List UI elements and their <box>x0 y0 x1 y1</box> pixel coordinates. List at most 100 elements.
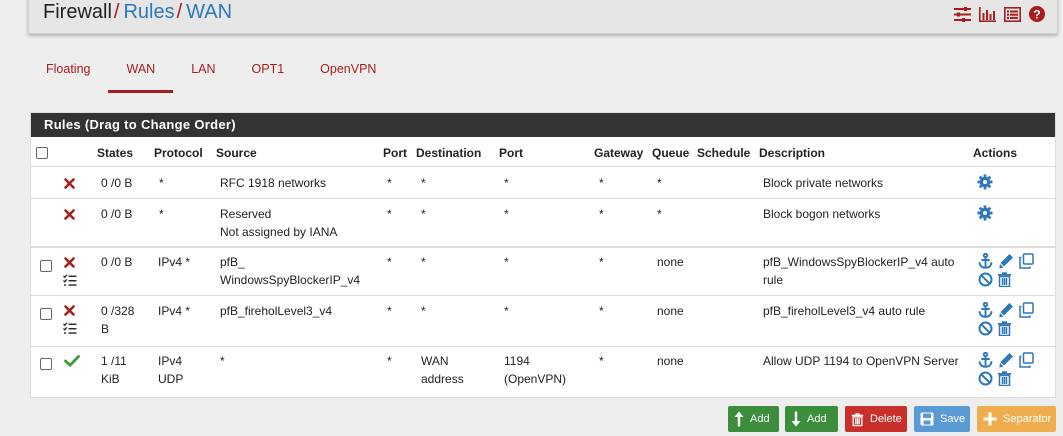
protocol: * <box>159 207 164 221</box>
delete-label: Delete <box>870 413 902 425</box>
anchor-icon[interactable] <box>978 351 993 371</box>
disable-icon[interactable] <box>978 272 993 290</box>
plus-icon <box>983 412 997 426</box>
col-source-port[interactable]: Port <box>383 146 407 160</box>
source-alias-link[interactable]: pfB_fireholLevel3_v4 <box>220 304 333 318</box>
breadcrumb-firewall: Firewall <box>43 1 112 23</box>
row-checkbox[interactable] <box>40 260 52 272</box>
gear-icon[interactable] <box>977 174 993 193</box>
source: Reserved <box>220 207 272 221</box>
trash-icon[interactable] <box>997 321 1012 339</box>
col-destination-port[interactable]: Port <box>499 146 523 160</box>
tab-openvpn[interactable]: OpenVPN <box>320 62 377 76</box>
sliders-icon[interactable] <box>954 6 971 22</box>
anchor-icon[interactable] <box>978 301 993 321</box>
trash-icon[interactable] <box>997 371 1012 389</box>
col-description[interactable]: Description <box>759 146 826 160</box>
col-source[interactable]: Source <box>216 146 257 160</box>
destination-port: * <box>504 176 509 190</box>
breadcrumb-separator: / <box>113 1 120 23</box>
breadcrumb-wan-link[interactable]: WAN <box>186 1 233 23</box>
source-alias-link[interactable]: pfB_ <box>220 255 245 269</box>
tab-wan[interactable]: WAN <box>108 56 174 93</box>
trash-icon[interactable] <box>997 272 1012 290</box>
destination: WAN <box>421 354 449 368</box>
list-icon[interactable] <box>1004 6 1021 22</box>
edit-pencil-icon[interactable] <box>999 253 1014 272</box>
destination: * <box>421 304 426 318</box>
source-alias-link-line2[interactable]: WindowsSpyBlockerIP_v4 <box>220 273 361 287</box>
save-button[interactable]: Save <box>914 406 970 432</box>
col-gateway[interactable]: Gateway <box>594 146 644 160</box>
delete-button[interactable]: Delete <box>845 406 907 432</box>
protocol: IPv4 * <box>158 255 191 269</box>
queue: * <box>657 176 662 190</box>
table-row[interactable]: 1 /11 KiB IPv4 UDP * * WAN address 1194 … <box>31 346 1055 397</box>
col-protocol[interactable]: Protocol <box>154 146 203 160</box>
disable-icon[interactable] <box>978 371 993 389</box>
breadcrumb-separator: / <box>176 1 183 23</box>
table-row[interactable]: 0 /328 B IPv4 * pfB_fireholLevel3_v4 * *… <box>31 295 1055 346</box>
tasks-icon <box>63 274 77 289</box>
destination-port: * <box>504 207 509 221</box>
states-link[interactable]: 0 /0 B <box>101 207 133 221</box>
block-icon <box>64 178 75 192</box>
bar-chart-icon[interactable] <box>979 6 996 22</box>
block-icon <box>64 257 75 271</box>
row-checkbox[interactable] <box>40 308 52 320</box>
destination: * <box>421 207 426 221</box>
gear-icon[interactable] <box>977 205 993 224</box>
protocol: * <box>159 176 164 190</box>
gateway: * <box>599 354 604 368</box>
page-header: Firewall/Rules/WAN ? <box>28 0 1058 34</box>
arrow-down-icon <box>791 411 801 427</box>
tab-floating[interactable]: Floating <box>46 62 91 76</box>
table-row[interactable]: 0 /0 B IPv4 * pfB_ WindowsSpyBlockerIP_v… <box>31 246 1055 296</box>
source-port: * <box>387 354 392 368</box>
destination: * <box>421 255 426 269</box>
disable-icon[interactable] <box>978 321 993 339</box>
anchor-icon[interactable] <box>978 252 993 272</box>
description: Block bogon networks <box>763 207 881 221</box>
col-states[interactable]: States <box>97 146 134 160</box>
queue: none <box>657 255 684 269</box>
states-link-line2[interactable]: KiB <box>101 372 120 386</box>
copy-icon[interactable] <box>1019 302 1034 321</box>
description-line2: rule <box>763 273 784 287</box>
states-link[interactable]: 0 /0 B <box>101 255 133 269</box>
breadcrumb-rules-link[interactable]: Rules <box>123 1 175 23</box>
tab-opt1[interactable]: OPT1 <box>251 62 285 76</box>
col-queue[interactable]: Queue <box>652 146 690 160</box>
add-rule-bottom-button[interactable]: Add <box>785 406 838 432</box>
add-rule-top-button[interactable]: Add <box>728 406 779 432</box>
row-checkbox[interactable] <box>40 358 52 370</box>
table-row[interactable]: 0 /0 B * RFC 1918 networks * * * * * Blo… <box>31 166 1055 198</box>
interface-tabs: Floating WAN LAN OPT1 OpenVPN <box>28 56 394 93</box>
add-separator-button[interactable]: Separator <box>977 406 1056 432</box>
source-port: * <box>387 207 392 221</box>
destination-port: * <box>504 255 509 269</box>
help-icon[interactable]: ? <box>1029 6 1045 22</box>
add-top-label: Add <box>750 413 770 425</box>
col-destination[interactable]: Destination <box>416 146 482 160</box>
tab-lan[interactable]: LAN <box>191 62 216 76</box>
edit-pencil-icon[interactable] <box>999 302 1014 321</box>
edit-pencil-icon[interactable] <box>999 352 1014 371</box>
states-link[interactable]: 0 /0 B <box>101 176 133 190</box>
rules-panel: Rules (Drag to Change Order) States Prot… <box>30 112 1056 398</box>
copy-icon[interactable] <box>1019 253 1034 272</box>
destination: * <box>421 176 426 190</box>
description: pfB_WindowsSpyBlockerIP_v4 auto <box>763 255 955 269</box>
description: Allow UDP 1194 to OpenVPN Server <box>763 354 959 368</box>
select-all-checkbox[interactable] <box>36 147 48 159</box>
destination-port: 1194 <box>504 354 530 368</box>
col-schedule[interactable]: Schedule <box>697 146 751 160</box>
copy-icon[interactable] <box>1019 352 1034 371</box>
source: * <box>220 354 225 368</box>
table-row[interactable]: 0 /0 B * Reserved Not assigned by IANA *… <box>31 198 1055 247</box>
states-link-line2[interactable]: B <box>101 322 110 336</box>
panel-title: Rules (Drag to Change Order) <box>31 113 1055 137</box>
states-link[interactable]: 1 /11 <box>101 354 127 368</box>
states-link[interactable]: 0 /328 <box>101 304 135 318</box>
protocol-line2: UDP <box>158 372 184 386</box>
